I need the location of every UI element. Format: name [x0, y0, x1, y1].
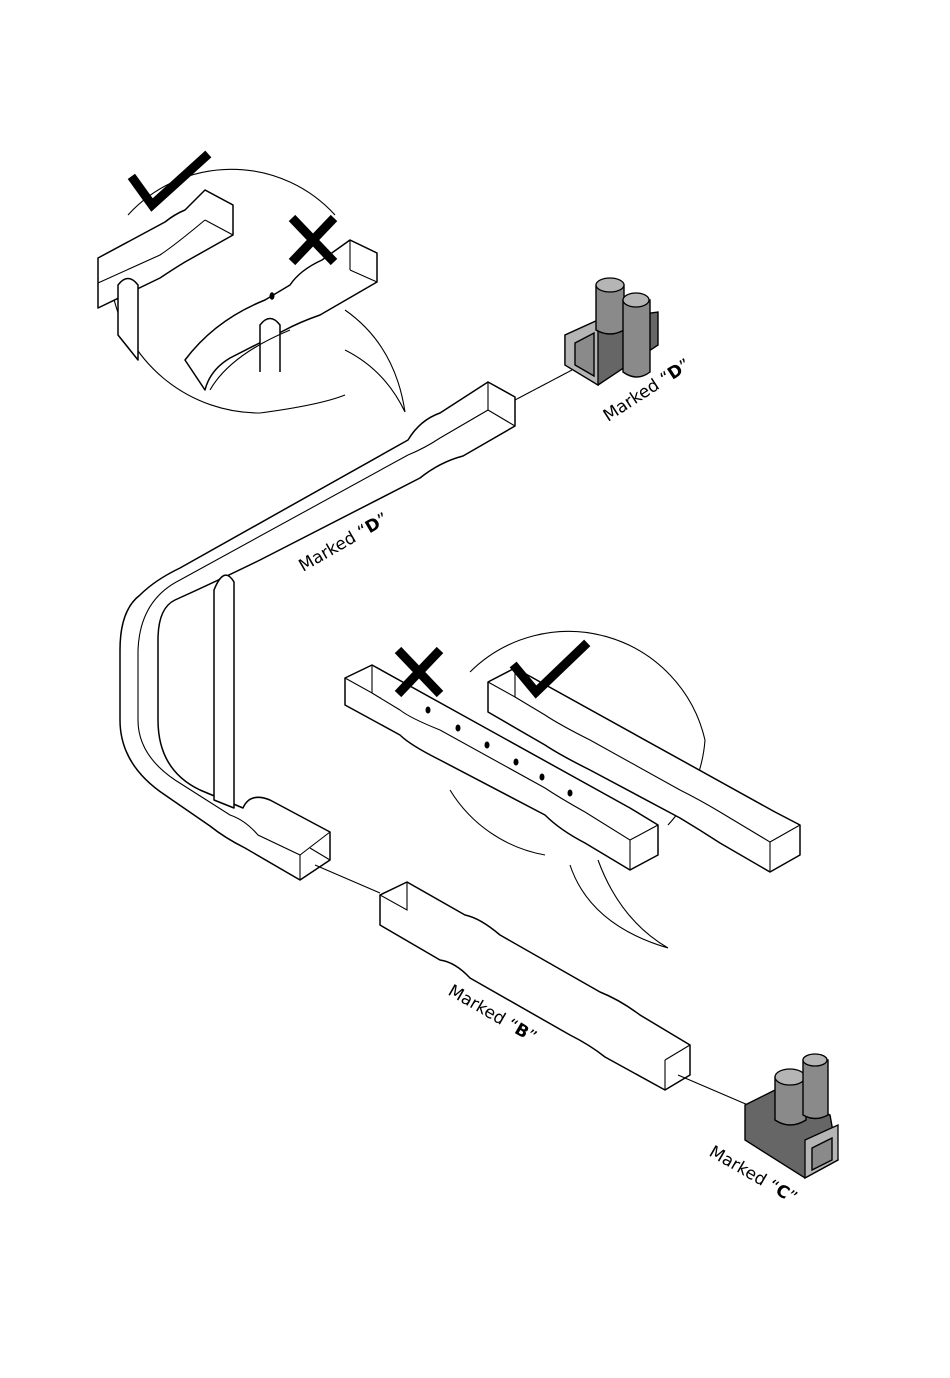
connector-c: Marked “C” — [706, 1054, 839, 1208]
check-mark-icon — [516, 646, 584, 692]
incorrect-tube-detail — [185, 240, 377, 390]
alignment-line-middle — [315, 865, 380, 893]
x-mark-icon — [292, 218, 334, 262]
lower-tube-b: Marked “B” — [380, 882, 690, 1090]
check-mark-icon — [134, 157, 205, 205]
x-mark-icon — [398, 650, 440, 694]
alignment-line-top — [515, 370, 572, 400]
connector-d: Marked “D” — [565, 278, 694, 426]
top-detail-callout — [98, 157, 405, 413]
upper-tube-assembly: Marked “D” — [120, 382, 515, 880]
alignment-line-bottom — [678, 1075, 748, 1105]
